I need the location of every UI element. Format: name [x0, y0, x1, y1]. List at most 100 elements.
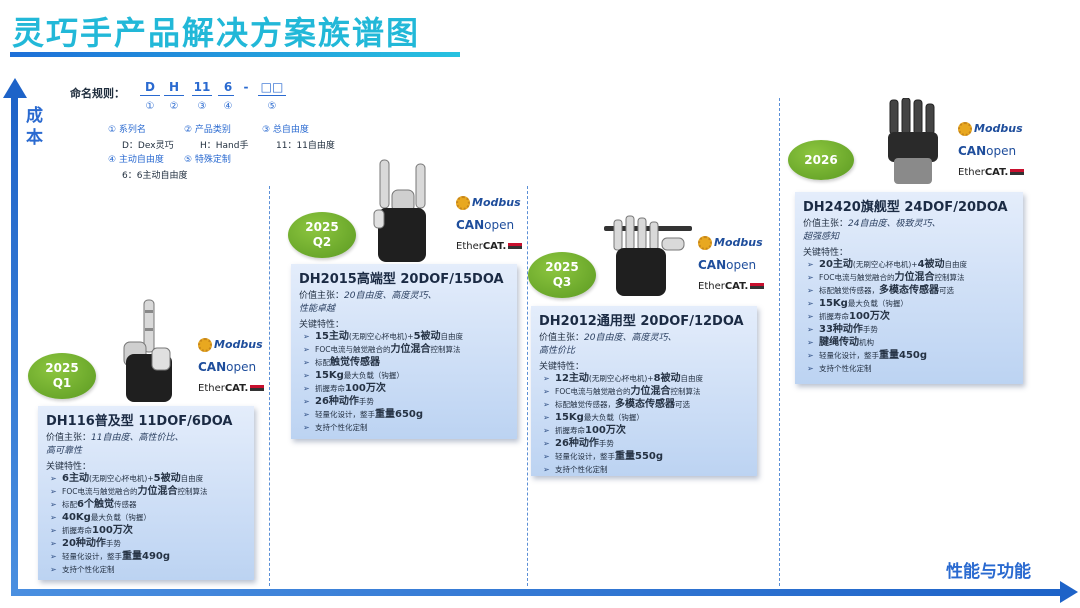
page-title: 灵巧手产品解决方案族谱图 — [12, 14, 421, 52]
feature-text: 40Kg — [62, 512, 91, 523]
feature-text: 手势 — [105, 539, 121, 548]
feature-list: 12主动(无刷空心杯电机)+8被动自由度FOC电流与触觉融合的力位混合控制算法标… — [539, 372, 749, 476]
modbus-label: Modbus — [472, 196, 521, 209]
dexterous-hand-image — [373, 159, 426, 262]
badge-quarter: Q3 — [552, 275, 572, 289]
value-text: 20自由度、高度灵巧、 — [584, 333, 677, 343]
naming-legend: ② 产品类别 — [184, 125, 231, 135]
badge-year: 2025 — [45, 361, 79, 375]
feature-text: 标配 — [62, 500, 77, 509]
release-badge: 2025 Q3 — [528, 252, 596, 298]
feature-item: 标配6个触觉传感器 — [46, 498, 246, 511]
product-card: DH2420旗舰型 24DOF/20DOA 价值主张：24自由度、极致灵巧、超强… — [795, 192, 1023, 384]
ethercat-logo: EtherCAT. — [456, 241, 526, 257]
value-text: 11自由度、高性价比、 — [91, 433, 184, 443]
feature-text: 抓握寿命 — [819, 312, 849, 321]
naming-underline — [218, 95, 234, 96]
feature-list: 20主动(无刷空心杯电机)+4被动自由度FOC电流与触觉融合的力位混合控制算法标… — [803, 258, 1015, 375]
feature-item: 抓握寿命100万次 — [299, 382, 509, 395]
feature-item: 抓握寿命100万次 — [46, 524, 246, 537]
value-label: 价值主张： — [46, 433, 92, 443]
value-label: 价值主张： — [803, 219, 849, 229]
feature-text: 33种动作 — [819, 324, 863, 335]
modbus-label: Modbus — [714, 236, 763, 249]
feature-text: 自由度 — [440, 332, 464, 341]
naming-code: - — [243, 80, 249, 94]
naming-code: 11 — [193, 80, 211, 94]
feature-text: 100万次 — [92, 525, 133, 536]
feature-item: 26种动作手势 — [299, 395, 509, 408]
ethercat-logo: EtherCAT. — [958, 167, 1028, 183]
modbus-logo: Modbus — [456, 196, 526, 214]
badge-quarter: Q2 — [312, 235, 332, 249]
product-title: DH2012通用型 20DOF/12DOA — [539, 314, 744, 329]
feature-text: 轻量化设计，整手 — [819, 351, 879, 360]
modbus-logo: Modbus — [198, 338, 268, 356]
feature-text: 轻量化设计，整手 — [315, 410, 375, 419]
feature-text: FOC电流与触觉融合的 — [555, 387, 631, 396]
feature-text: 轻量化设计，整手 — [62, 552, 122, 561]
feature-text: 抓握寿命 — [555, 426, 585, 435]
feature-item: 抓握寿命100万次 — [539, 424, 749, 437]
feature-item: FOC电流与触觉融合的力位混合控制算法 — [539, 385, 749, 398]
feature-text: 5被动 — [153, 473, 181, 484]
feature-item: FOC电流与触觉融合的力位混合控制算法 — [46, 485, 246, 498]
product-card: DH2012通用型 20DOF/12DOA 价值主张：20自由度、高度灵巧、高性… — [531, 306, 757, 476]
product-title: DH116普及型 11DOF/6DOA — [46, 414, 233, 429]
feature-text: 手势 — [862, 325, 878, 334]
modbus-label: Modbus — [974, 122, 1023, 135]
feature-item: FOC电流与触觉融合的力位混合控制算法 — [803, 271, 1015, 284]
naming-number: ② — [169, 101, 179, 112]
feature-text: 支持个性化定制 — [62, 565, 115, 574]
can-label: CAN — [958, 144, 987, 158]
feature-item: 标配触觉传感器 — [299, 356, 509, 369]
cat-label: CAT. — [724, 281, 749, 292]
feature-text: (无刷空心杯电机)+ — [348, 332, 414, 341]
naming-code: H — [168, 80, 180, 94]
naming-number: ⑤ — [267, 101, 277, 112]
canopen-logo: CANopen — [698, 258, 768, 278]
ether-label: Ether — [698, 281, 725, 292]
feature-text: 可选 — [675, 400, 690, 409]
feature-text: 6主动 — [62, 473, 89, 484]
feature-text: 力位混合 — [894, 272, 935, 283]
product-title: DH2420旗舰型 24DOF/20DOA — [803, 200, 1008, 215]
features-heading: 关键特性： — [299, 320, 345, 330]
arrow-icon — [250, 385, 265, 391]
feature-item: 12主动(无刷空心杯电机)+8被动自由度 — [539, 372, 749, 385]
column-divider — [527, 186, 528, 586]
feature-text: 支持个性化定制 — [315, 423, 368, 432]
arrow-icon — [750, 283, 765, 289]
feature-text: 15主动 — [315, 331, 349, 342]
value-text: 性能卓越 — [299, 304, 336, 314]
feature-item: 20主动(无刷空心杯电机)+4被动自由度 — [803, 258, 1015, 271]
feature-text: 腱绳传动 — [819, 337, 859, 348]
feature-text: 自由度 — [180, 474, 204, 483]
value-text: 20自由度、高度灵巧、 — [344, 291, 437, 301]
modbus-label: Modbus — [214, 338, 263, 351]
value-label: 价值主张： — [299, 291, 345, 301]
product-card: DH116普及型 11DOF/6DOA 价值主张：11自由度、高性价比、高可靠性… — [38, 406, 254, 580]
protocol-logos: Modbus CANopen EtherCAT. — [958, 122, 1028, 183]
cat-label: CAT. — [482, 241, 507, 252]
naming-underline — [192, 95, 212, 96]
ether-label: Ether — [958, 167, 985, 178]
feature-text: 重量550g — [615, 451, 664, 462]
naming-legend: H：Hand手 — [200, 141, 249, 151]
ethercat-logo: EtherCAT. — [198, 383, 268, 399]
feature-text: 26种动作 — [555, 438, 599, 449]
gear-icon — [698, 236, 712, 250]
cat-label: CAT. — [224, 383, 249, 394]
naming-legend: ④ 主动自由度 — [108, 155, 164, 165]
feature-item: 支持个性化定制 — [299, 421, 509, 434]
naming-underline — [258, 95, 286, 96]
feature-text: 15Kg — [555, 412, 584, 423]
feature-text: 20种动作 — [62, 538, 106, 549]
open-label: open — [484, 218, 515, 232]
arrow-icon — [508, 243, 523, 249]
feature-text: 最大负载（钩握） — [90, 513, 151, 522]
feature-item: 轻量化设计，整手重量550g — [539, 450, 749, 463]
feature-text: 15Kg — [819, 298, 848, 309]
feature-item: 抓握寿命100万次 — [803, 310, 1015, 323]
canopen-logo: CANopen — [198, 360, 268, 380]
